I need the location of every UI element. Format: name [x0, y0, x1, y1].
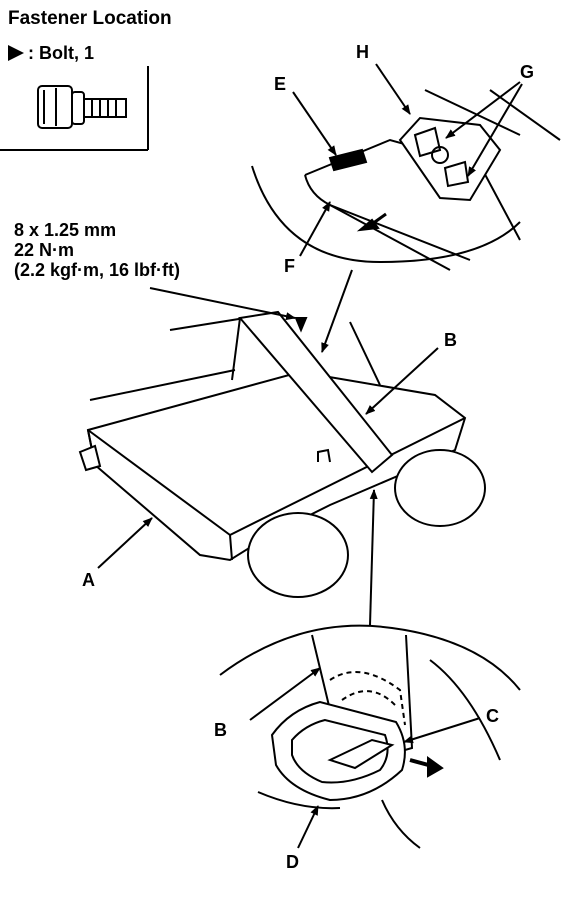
callout-f: F: [284, 256, 295, 276]
callout-g: G: [520, 62, 535, 82]
detail-leader: [321, 269, 353, 353]
page-title: Fastener Location: [8, 8, 172, 29]
callout-h: H: [356, 42, 369, 62]
callout-leaders: [97, 63, 523, 849]
torque-spec: 8 x 1.25 mm 22 N·m (2.2 kgf·m, 16 lbf·ft…: [14, 220, 180, 280]
callout-e: E: [274, 74, 287, 94]
bolt-icon: [37, 85, 127, 129]
seat-cushion: [78, 310, 486, 598]
bottom-leader: [369, 489, 378, 626]
spec-leader: [149, 287, 296, 321]
bolt-legend-text: : Bolt, 1: [28, 43, 94, 63]
callout-a: A: [82, 570, 95, 590]
top-detail-view: [251, 89, 561, 271]
torque-nm: 22 N·m: [14, 240, 75, 260]
callout-c: C: [486, 706, 499, 726]
callout-b-main: B: [444, 330, 457, 350]
bolt-marker-icon: [8, 45, 24, 61]
bolt-legend: : Bolt, 1: [8, 42, 94, 64]
torque-alt: (2.2 kgf·m, 16 lbf·ft): [14, 260, 181, 280]
torque-size: 8 x 1.25 mm: [14, 220, 117, 240]
callout-d: D: [286, 852, 299, 872]
bolt-box: [0, 66, 149, 151]
bottom-detail-view: [219, 624, 521, 849]
callout-b-detail: B: [214, 720, 227, 740]
